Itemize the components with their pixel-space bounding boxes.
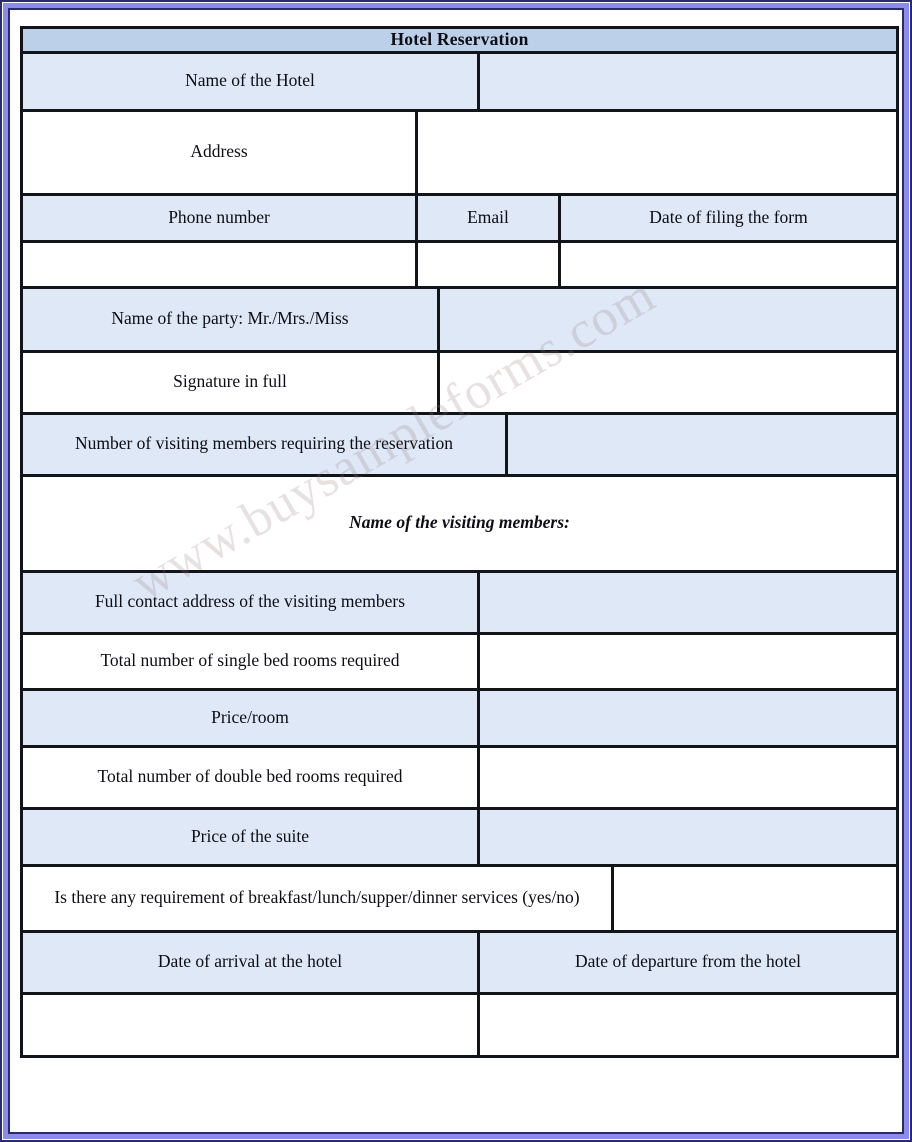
table-row-double-beds: Total number of double bed rooms require… (20, 744, 900, 810)
input-signature[interactable] (436, 349, 900, 415)
input-email[interactable] (415, 239, 561, 289)
label-single-beds: Total number of single bed rooms require… (20, 631, 480, 691)
input-members-address[interactable] (476, 569, 900, 635)
input-single-beds[interactable] (476, 631, 900, 691)
label-members-names[interactable]: Name of the visiting members: (19, 473, 900, 573)
label-party-name: Name of the party: Mr./Mrs./Miss (20, 285, 440, 353)
table-row-dates-labels: Date of arrival at the hotel Date of dep… (20, 929, 900, 995)
table-row-address: Address (20, 108, 900, 196)
table-row-price-per-room: Price/room (20, 687, 900, 748)
hotel-reservation-form: Hotel Reservation Name of the Hotel Addr… (19, 26, 900, 1058)
label-departure-date: Date of departure from the hotel (476, 929, 900, 995)
input-phone-number[interactable] (20, 239, 418, 289)
input-date-of-filing[interactable] (557, 239, 900, 289)
input-suite-price[interactable] (476, 806, 900, 867)
table-row-suite-price: Price of the suite (20, 806, 900, 867)
input-departure-date[interactable] (476, 991, 900, 1058)
input-arrival-date[interactable] (20, 991, 480, 1058)
input-double-beds[interactable] (476, 744, 900, 810)
input-meal-services[interactable] (610, 863, 900, 933)
table-row-members-address: Full contact address of the visiting mem… (20, 569, 900, 635)
table-row-title: Hotel Reservation (19, 26, 900, 54)
input-party-name[interactable] (436, 285, 900, 353)
label-arrival-date: Date of arrival at the hotel (20, 929, 480, 995)
input-price-per-room[interactable] (476, 687, 900, 748)
table-row-contact-labels: Phone number Email Date of filing the fo… (20, 192, 900, 243)
table-row-members-count: Number of visiting members requiring the… (20, 411, 900, 477)
label-members-address: Full contact address of the visiting mem… (20, 569, 480, 635)
label-hotel-name: Name of the Hotel (20, 50, 480, 112)
table-row-hotel-name: Name of the Hotel (20, 50, 900, 112)
table-row-dates-inputs (20, 991, 900, 1058)
input-members-count[interactable] (504, 411, 900, 477)
table-row-signature: Signature in full (20, 349, 900, 415)
table-row-meal-services: Is there any requirement of breakfast/lu… (20, 863, 900, 933)
label-price-per-room: Price/room (20, 687, 480, 748)
label-double-beds: Total number of double bed rooms require… (20, 744, 480, 810)
label-phone-number: Phone number (20, 192, 418, 243)
input-address[interactable] (414, 108, 900, 196)
table-row-party-name: Name of the party: Mr./Mrs./Miss (20, 285, 900, 353)
table-row-contact-inputs (20, 239, 900, 289)
label-signature: Signature in full (20, 349, 440, 415)
label-members-count: Number of visiting members requiring the… (20, 411, 508, 477)
input-hotel-name[interactable] (476, 50, 900, 112)
label-suite-price: Price of the suite (20, 806, 480, 867)
label-date-of-filing: Date of filing the form (557, 192, 900, 243)
table-row-single-beds: Total number of single bed rooms require… (20, 631, 900, 691)
page-title: Hotel Reservation (19, 26, 900, 54)
label-email: Email (415, 192, 561, 243)
table-row-members-names: Name of the visiting members: (19, 473, 900, 573)
form-table: Hotel Reservation Name of the Hotel Addr… (19, 26, 900, 1058)
label-address: Address (20, 108, 418, 196)
label-meal-services: Is there any requirement of breakfast/lu… (20, 863, 614, 933)
